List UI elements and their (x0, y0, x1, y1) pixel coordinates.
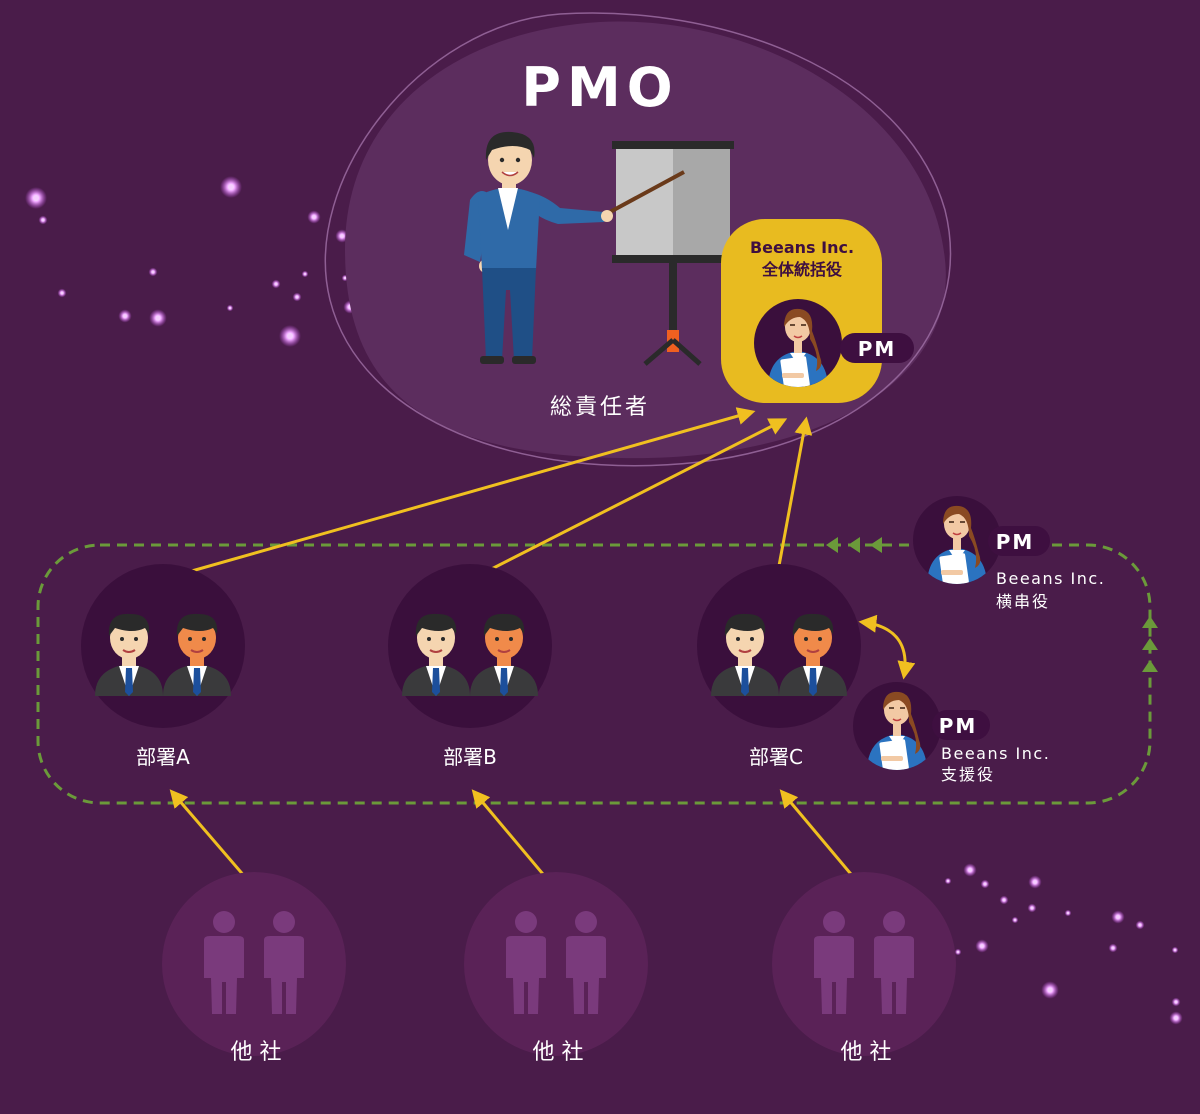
star-core (1174, 1000, 1178, 1004)
department-a-label: 部署A (136, 745, 190, 769)
star-core (980, 944, 984, 948)
star-core (1138, 923, 1142, 927)
lead-pm-badge-pill (840, 333, 914, 363)
woman-with-document-icon (853, 682, 941, 772)
presenter-icon (464, 131, 734, 366)
star-core (41, 218, 45, 222)
star-core (287, 333, 293, 339)
star-core (1067, 912, 1069, 914)
star-core (1002, 898, 1006, 902)
lead-pm-role: 全体統括役 (761, 260, 843, 279)
partner-c (772, 872, 956, 1056)
lead-pm-company: Beeans Inc. (750, 238, 854, 257)
star-core (1174, 949, 1176, 951)
star-core (60, 291, 64, 295)
partner-a-label: 他 社 (231, 1040, 282, 1065)
coordinator-badge-pill (988, 526, 1050, 556)
star-core (340, 234, 344, 238)
coordinator-badge: PM (996, 530, 1035, 554)
star-core (155, 315, 161, 321)
star-core (1030, 906, 1034, 910)
support-role: 支援役 (941, 765, 995, 784)
star-core (229, 307, 231, 309)
star-core (957, 951, 959, 953)
department-c-label: 部署C (749, 745, 803, 769)
loop-direction-arrows-top (826, 537, 882, 553)
partner-b-label: 他 社 (533, 1040, 584, 1065)
star-core (947, 880, 949, 882)
star-core (344, 277, 346, 279)
star-core (151, 270, 155, 274)
support-company: Beeans Inc. (941, 744, 1050, 763)
loop-direction-arrows-right (1142, 616, 1158, 672)
pmo-title: PMO (521, 56, 678, 119)
partner-b (464, 872, 648, 1056)
star-core (274, 282, 278, 286)
star-core (123, 314, 127, 318)
coordinator-role: 横串役 (996, 592, 1050, 611)
star-core (33, 195, 39, 201)
star-core (983, 882, 987, 886)
coordinator-company: Beeans Inc. (996, 569, 1105, 588)
star-core (1047, 987, 1053, 993)
star-core (1111, 946, 1115, 950)
partner-c-label: 他 社 (841, 1040, 892, 1065)
star-core (1116, 915, 1120, 919)
department-a (81, 564, 245, 728)
lead-pm-badge: PM (858, 337, 897, 361)
department-b-label: 部署B (443, 745, 497, 769)
department-b (388, 564, 552, 728)
star-core (228, 184, 234, 190)
department-c (697, 564, 861, 728)
support-badge-pill (932, 710, 990, 740)
star-core (1033, 880, 1037, 884)
star-core (295, 295, 299, 299)
background-stars (25, 176, 1183, 1025)
support-badge: PM (939, 714, 978, 738)
executive-label: 総責任者 (550, 395, 650, 420)
star-core (312, 215, 316, 219)
connection-arrows (156, 407, 916, 895)
star-core (968, 868, 972, 872)
star-core (1014, 919, 1016, 921)
woman-with-document-icon (913, 496, 1001, 586)
star-core (1174, 1016, 1178, 1020)
star-core (304, 273, 306, 275)
partner-a (162, 872, 346, 1056)
